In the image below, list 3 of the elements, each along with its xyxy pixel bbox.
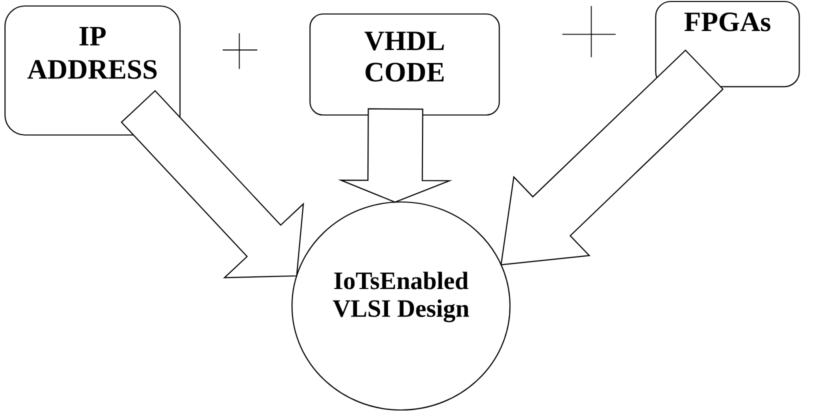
rounded-box: IP ADDRESS xyxy=(4,5,181,136)
rounded-box: VHDL CODE xyxy=(309,13,500,116)
block-arrow xyxy=(120,90,304,278)
